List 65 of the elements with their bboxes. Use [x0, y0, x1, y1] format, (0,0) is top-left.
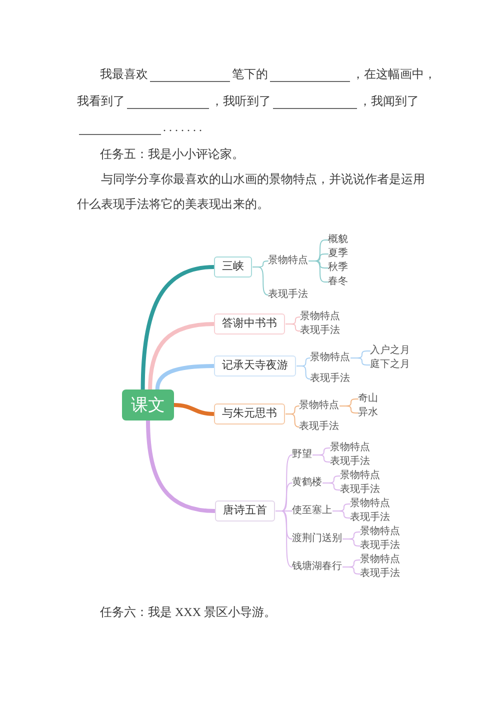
- subtopic-label: 野望: [292, 449, 312, 461]
- subtopic-label: 表现手法: [360, 540, 400, 552]
- ellipsis-text: .......: [163, 119, 205, 135]
- topic-box: 三峡: [214, 256, 252, 278]
- branch-line: [140, 265, 216, 392]
- task-heading: 任务六：我是 XXX 景区小导游。: [100, 604, 276, 620]
- prompt-text: ，在这幅画中，: [352, 66, 436, 82]
- subtopic-label: 表现手法: [268, 289, 308, 301]
- subtopic-label: 表现手法: [330, 456, 370, 468]
- subtopic-label: 景物特点: [340, 470, 380, 482]
- subtopic-label: 庭下之月: [370, 359, 410, 371]
- subtopic-label: 钱塘湖春行: [292, 561, 342, 573]
- connector-line: [252, 266, 268, 296]
- subtopic-label: 表现手法: [340, 484, 380, 496]
- subtopic-label: 奇山: [358, 393, 378, 405]
- branch-line: [172, 403, 216, 416]
- subtopic-label: 表现手法: [310, 373, 350, 385]
- subtopic-label: 表现手法: [299, 421, 339, 433]
- connector-line: [322, 482, 340, 490]
- subtopic-label: 秋季: [328, 262, 348, 274]
- subtopic-label: 景物特点: [350, 498, 390, 510]
- subtopic-label: 景物特点: [360, 526, 400, 538]
- subtopic-label: 景物特点: [299, 400, 339, 412]
- subtopic-label: 使至塞上: [292, 505, 332, 517]
- connector-line: [312, 454, 330, 462]
- subtopic-label: 入户之月: [370, 345, 410, 357]
- subtopic-label: 表现手法: [360, 568, 400, 580]
- subtopic-label: 概貌: [328, 234, 348, 246]
- subtopic-label: 春冬: [328, 276, 348, 288]
- connector-line: [286, 324, 300, 332]
- connector-line: [308, 260, 328, 282]
- topic-box: 与朱元思书: [214, 404, 285, 424]
- subtopic-label: 景物特点: [360, 554, 400, 566]
- subtopic-label: 表现手法: [300, 325, 340, 337]
- central-topic-box: 课文: [122, 390, 174, 420]
- connector-line: [350, 358, 370, 366]
- connector-line: [342, 538, 360, 546]
- subtopic-label: 渡荆门送别: [292, 533, 342, 545]
- branch-line: [155, 364, 216, 392]
- prompt-text: 我看到了: [77, 93, 125, 109]
- connector-line: [286, 414, 300, 428]
- prompt-text: 我最喜欢: [100, 66, 148, 82]
- topic-box: 答谢中书书: [214, 314, 285, 334]
- prompt-text: 笔下的: [232, 66, 268, 82]
- branch-line: [148, 322, 216, 392]
- prompt-text: ，我闻到了: [359, 93, 419, 109]
- subtopic-label: 景物特点: [268, 255, 308, 267]
- connector-line: [340, 406, 358, 414]
- subtopic-label: 表现手法: [350, 512, 390, 524]
- connector-line: [276, 510, 292, 568]
- task-heading: 任务五：我是小小评论家。: [100, 146, 244, 162]
- connector-line: [342, 566, 360, 574]
- branch-line: [146, 418, 217, 513]
- connector-line: [332, 510, 350, 518]
- subtopic-label: 景物特点: [300, 311, 340, 323]
- subtopic-label: 黄鹤楼: [292, 477, 322, 489]
- subtopic-label: 景物特点: [330, 442, 370, 454]
- subtopic-label: 夏季: [328, 248, 348, 260]
- topic-box: 唐诗五首: [215, 500, 275, 522]
- instruction-text: 与同学分享你最喜欢的山水画的景物特点，并说说作者是运用什么表现手法将它的美表现出来的。: [77, 171, 426, 213]
- prompt-text: ，我听到了: [211, 93, 271, 109]
- topic-box: 记承天寺夜游: [214, 356, 296, 376]
- subtopic-label: 景物特点: [310, 352, 350, 364]
- subtopic-label: 异水: [358, 407, 378, 419]
- connector-line: [296, 366, 310, 380]
